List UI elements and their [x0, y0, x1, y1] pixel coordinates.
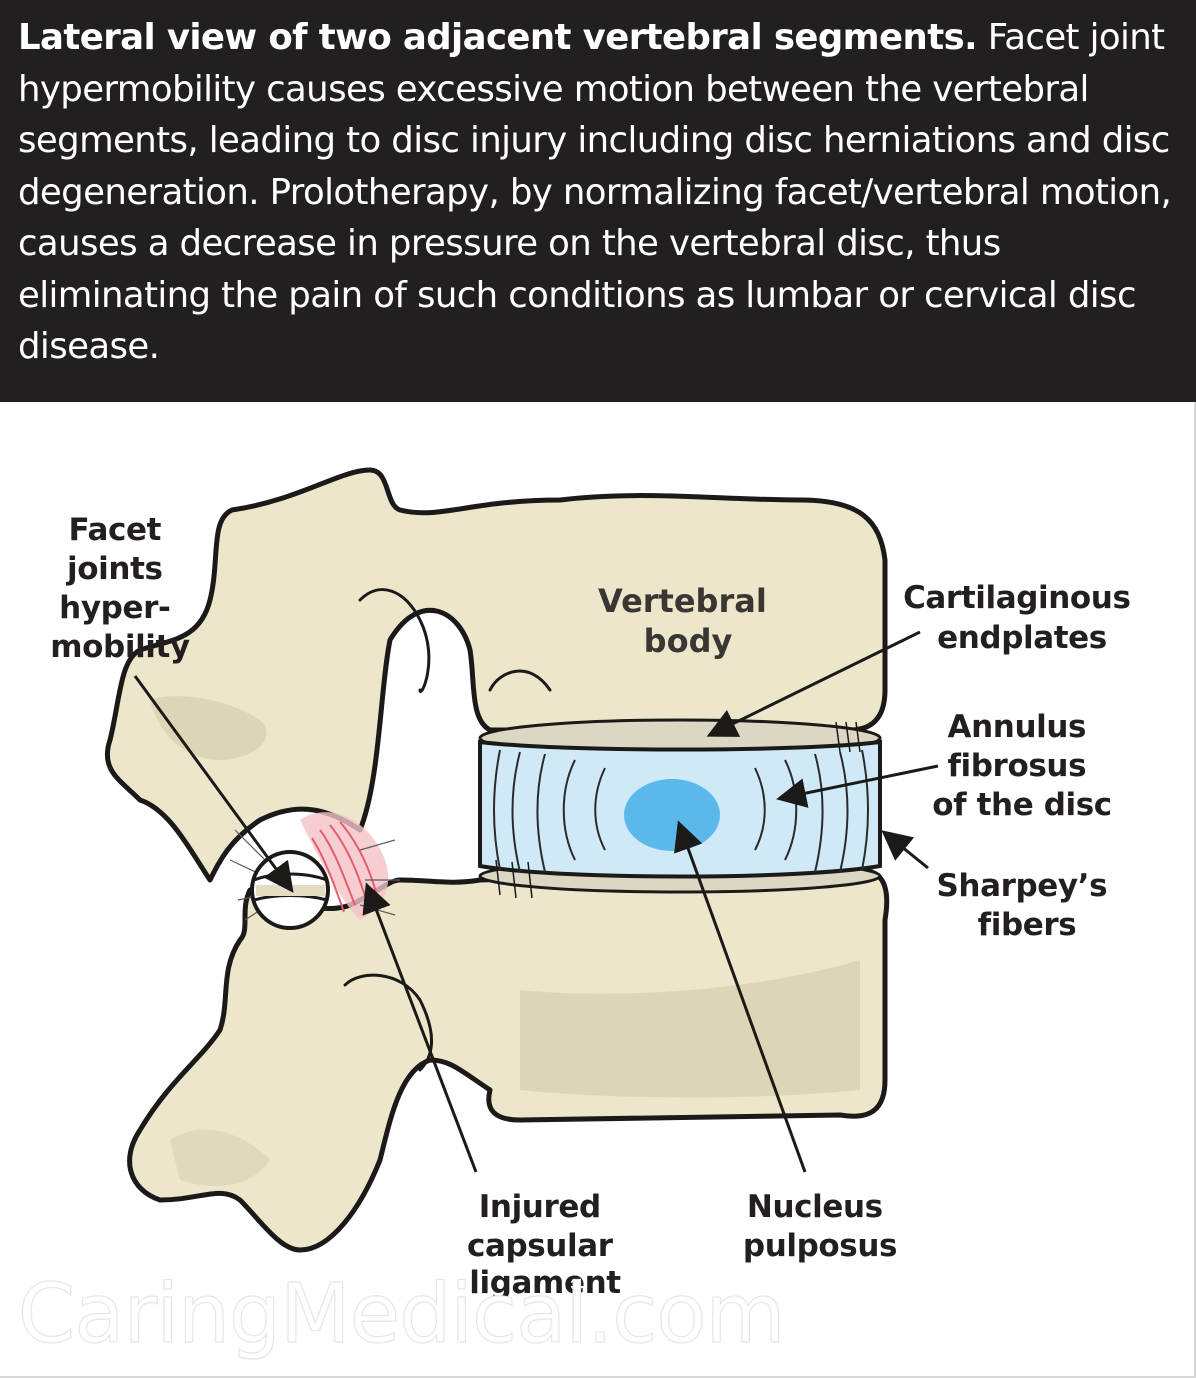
lower-shade: [520, 960, 860, 1098]
leader-sharpey: [881, 830, 929, 870]
label-facet: Facet joints hyper- mobility: [50, 512, 190, 665]
label-sharpey-line-2: fibers: [978, 907, 1077, 943]
facet-joint: [250, 850, 330, 930]
annulus-rings: [493, 749, 869, 873]
upper-pedicle-line: [488, 669, 552, 692]
label-injured: Injured capsular ligament: [467, 1189, 623, 1301]
label-facet-line-4: mobility: [50, 629, 190, 665]
label-sharpey: Sharpey’s fibers: [936, 868, 1117, 943]
caption-box: Lateral view of two adjacent vertebral s…: [0, 0, 1196, 402]
label-cartilaginous-line-2: endplates: [937, 620, 1107, 656]
label-annulus-line-3: of the disc: [932, 787, 1112, 823]
label-vertebral-body: Vertebral body: [598, 582, 778, 660]
label-nucleus: Nucleus pulposus: [743, 1189, 897, 1264]
label-facet-line-2: joints: [65, 551, 163, 587]
label-annulus-line-2: fibrosus: [947, 748, 1086, 784]
label-cartilaginous-line-1: Cartilaginous: [903, 580, 1130, 616]
label-annulus-line-1: Annulus: [948, 709, 1087, 745]
label-facet-line-1: Facet: [69, 512, 162, 548]
leader-nucleus: [674, 820, 807, 1173]
label-cartilaginous: Cartilaginous endplates: [903, 580, 1141, 656]
leader-cartilaginous: [706, 630, 921, 737]
nucleus-pulposus: [624, 779, 720, 851]
label-vertebral-body-line-2: body: [644, 622, 733, 660]
upper-shade: [150, 696, 267, 760]
label-facet-line-3: hyper-: [59, 590, 170, 626]
leader-facet: [133, 675, 294, 893]
watermark-text: CaringMedical.com: [18, 1267, 784, 1362]
upper-facet-groove: [358, 588, 431, 694]
sharpey-fibers: [495, 721, 861, 899]
label-vertebral-body-line-1: Vertebral: [598, 582, 767, 620]
caption-paragraph: Lateral view of two adjacent vertebral s…: [18, 12, 1176, 373]
figure-frame: Facet joints hyper- mobility Vertebral b…: [0, 402, 1196, 1378]
label-nucleus-line-1: Nucleus: [747, 1189, 883, 1225]
lower-shade-2: [170, 1129, 270, 1186]
vertebrae-diagram: Facet joints hyper- mobility Vertebral b…: [17, 467, 1141, 1363]
lower-facet-groove: [343, 973, 434, 1072]
label-nucleus-line-2: pulposus: [743, 1228, 897, 1264]
label-injured-line-2: capsular: [467, 1228, 614, 1264]
label-annulus: Annulus fibrosus of the disc: [932, 709, 1112, 823]
caption-text: Facet joint hypermobility causes excessi…: [18, 17, 1172, 367]
label-injured-line-3: ligament: [469, 1265, 621, 1301]
leader-annulus: [776, 764, 939, 808]
leader-injured: [362, 882, 478, 1173]
label-injured-line-1: Injured: [479, 1189, 601, 1225]
caption-title: Lateral view of two adjacent vertebral s…: [18, 17, 978, 58]
label-sharpey-line-1: Sharpey’s: [936, 868, 1107, 904]
